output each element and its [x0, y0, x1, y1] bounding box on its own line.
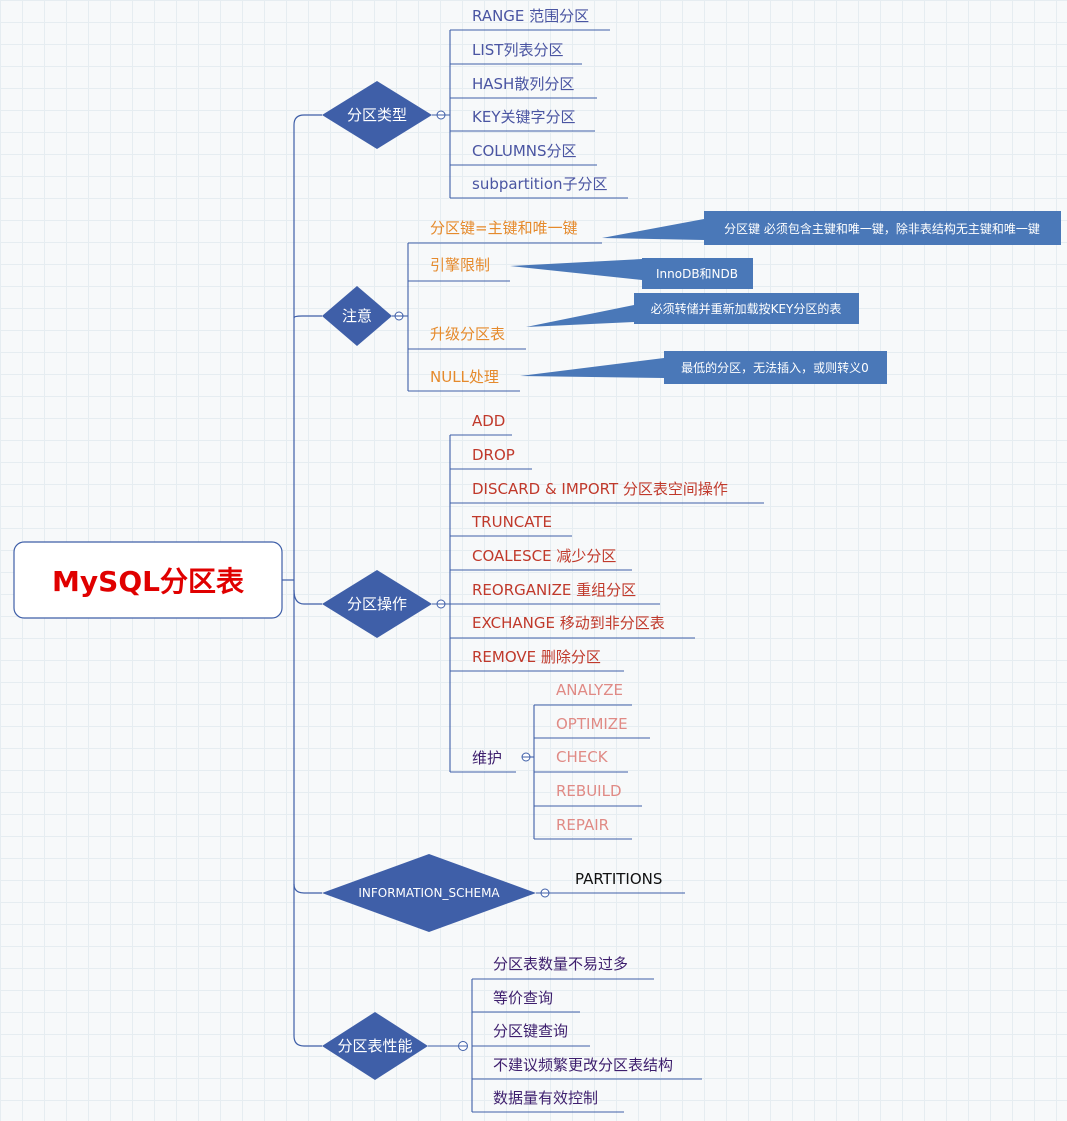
op-item-reorganize[interactable]: REORGANIZE 重组分区 [472, 581, 636, 599]
type-item-key[interactable]: KEY关键字分区 [472, 108, 575, 126]
maint-item-rebuild[interactable]: REBUILD [556, 782, 622, 800]
branch-partition-types: 分区类型 RANGE 范围分区 LIST列表分区 HASH散列分区 KEY关键字… [322, 7, 628, 199]
note-callout: 必须转储并重新加载按KEY分区的表 [634, 293, 859, 324]
ops-label: 分区操作 [347, 595, 407, 613]
perf-item-key-query[interactable]: 分区键查询 [493, 1022, 568, 1040]
schema-diamond[interactable] [322, 854, 536, 932]
note-item-engine-limit[interactable]: 引擎限制 [430, 256, 490, 274]
maint-item-repair[interactable]: REPAIR [556, 816, 609, 834]
branch-information-schema: INFORMATION_SCHEMA PARTITIONS [322, 854, 685, 932]
note-item-partition-key[interactable]: 分区键=主键和唯一键 [430, 219, 578, 237]
maintenance-subbranch: 维护 ANALYZE OPTIMIZE CHECK REBUILD REPAIR [472, 681, 650, 840]
op-item-truncate[interactable]: TRUNCATE [471, 513, 552, 531]
maint-item-analyze[interactable]: ANALYZE [556, 681, 623, 699]
perf-item-data-volume[interactable]: 数据量有效控制 [493, 1089, 598, 1107]
schema-label: INFORMATION_SCHEMA [358, 886, 500, 900]
type-item-hash[interactable]: HASH散列分区 [472, 75, 574, 93]
branch-notes: 注意 分区键=主键和唯一键 引擎限制 升级分区表 NULL处理 分区键 必须 [322, 211, 1061, 392]
perf-label: 分区表性能 [337, 1037, 412, 1055]
maint-item-optimize[interactable]: OPTIMIZE [556, 715, 628, 733]
note-callout-text: 最低的分区，无法插入，或则转义0 [681, 360, 869, 375]
op-item-remove[interactable]: REMOVE 删除分区 [472, 648, 601, 666]
perf-item-count[interactable]: 分区表数量不易过多 [493, 955, 628, 973]
op-item-discard-import[interactable]: DISCARD & IMPORT 分区表空间操作 [472, 480, 728, 498]
perf-diamond[interactable] [322, 1012, 428, 1080]
main-connectors [282, 114, 322, 1047]
types-label: 分区类型 [347, 106, 407, 124]
op-item-add[interactable]: ADD [472, 412, 505, 430]
note-callout: 最低的分区，无法插入，或则转义0 [664, 351, 887, 384]
op-item-drop[interactable]: DROP [472, 446, 515, 464]
branch-performance: 分区表性能 分区表数量不易过多 等价查询 分区键查询 不建议频繁更改分区表结构 … [322, 955, 702, 1113]
root-node[interactable]: MySQL分区表 [13, 541, 283, 619]
types-diamond[interactable] [322, 81, 432, 149]
perf-item-avoid-change[interactable]: 不建议频繁更改分区表结构 [493, 1056, 673, 1074]
type-item-list[interactable]: LIST列表分区 [472, 41, 563, 59]
type-item-subpartition[interactable]: subpartition子分区 [472, 175, 608, 193]
op-item-coalesce[interactable]: COALESCE 减少分区 [472, 547, 616, 565]
maint-item-check[interactable]: CHECK [556, 748, 609, 766]
note-item-upgrade[interactable]: 升级分区表 [430, 325, 505, 343]
schema-item-partitions[interactable]: PARTITIONS [575, 870, 662, 888]
perf-item-equal-query[interactable]: 等价查询 [493, 989, 553, 1007]
note-callout-text: 必须转储并重新加载按KEY分区的表 [651, 301, 842, 316]
branch-operations: 分区操作 ADD DROP DISCARD & IMPORT 分区表空间操作 T… [322, 412, 764, 840]
type-item-columns[interactable]: COLUMNS分区 [472, 142, 577, 160]
note-callout-text: 分区键 必须包含主键和唯一键，除非表结构无主键和唯一键 [724, 221, 1040, 236]
note-callout: 分区键 必须包含主键和唯一键，除非表结构无主键和唯一键 [704, 211, 1061, 245]
root-label: MySQL分区表 [52, 565, 244, 598]
notes-diamond[interactable] [322, 286, 392, 346]
type-item-range[interactable]: RANGE 范围分区 [472, 7, 589, 25]
note-callout: InnoDB和NDB [642, 258, 753, 289]
op-item-exchange[interactable]: EXCHANGE 移动到非分区表 [472, 614, 665, 632]
note-item-null[interactable]: NULL处理 [430, 368, 499, 386]
notes-label: 注意 [342, 307, 372, 325]
note-callout-text: InnoDB和NDB [656, 267, 738, 281]
maintenance-label[interactable]: 维护 [472, 749, 502, 767]
ops-diamond[interactable] [322, 570, 432, 638]
